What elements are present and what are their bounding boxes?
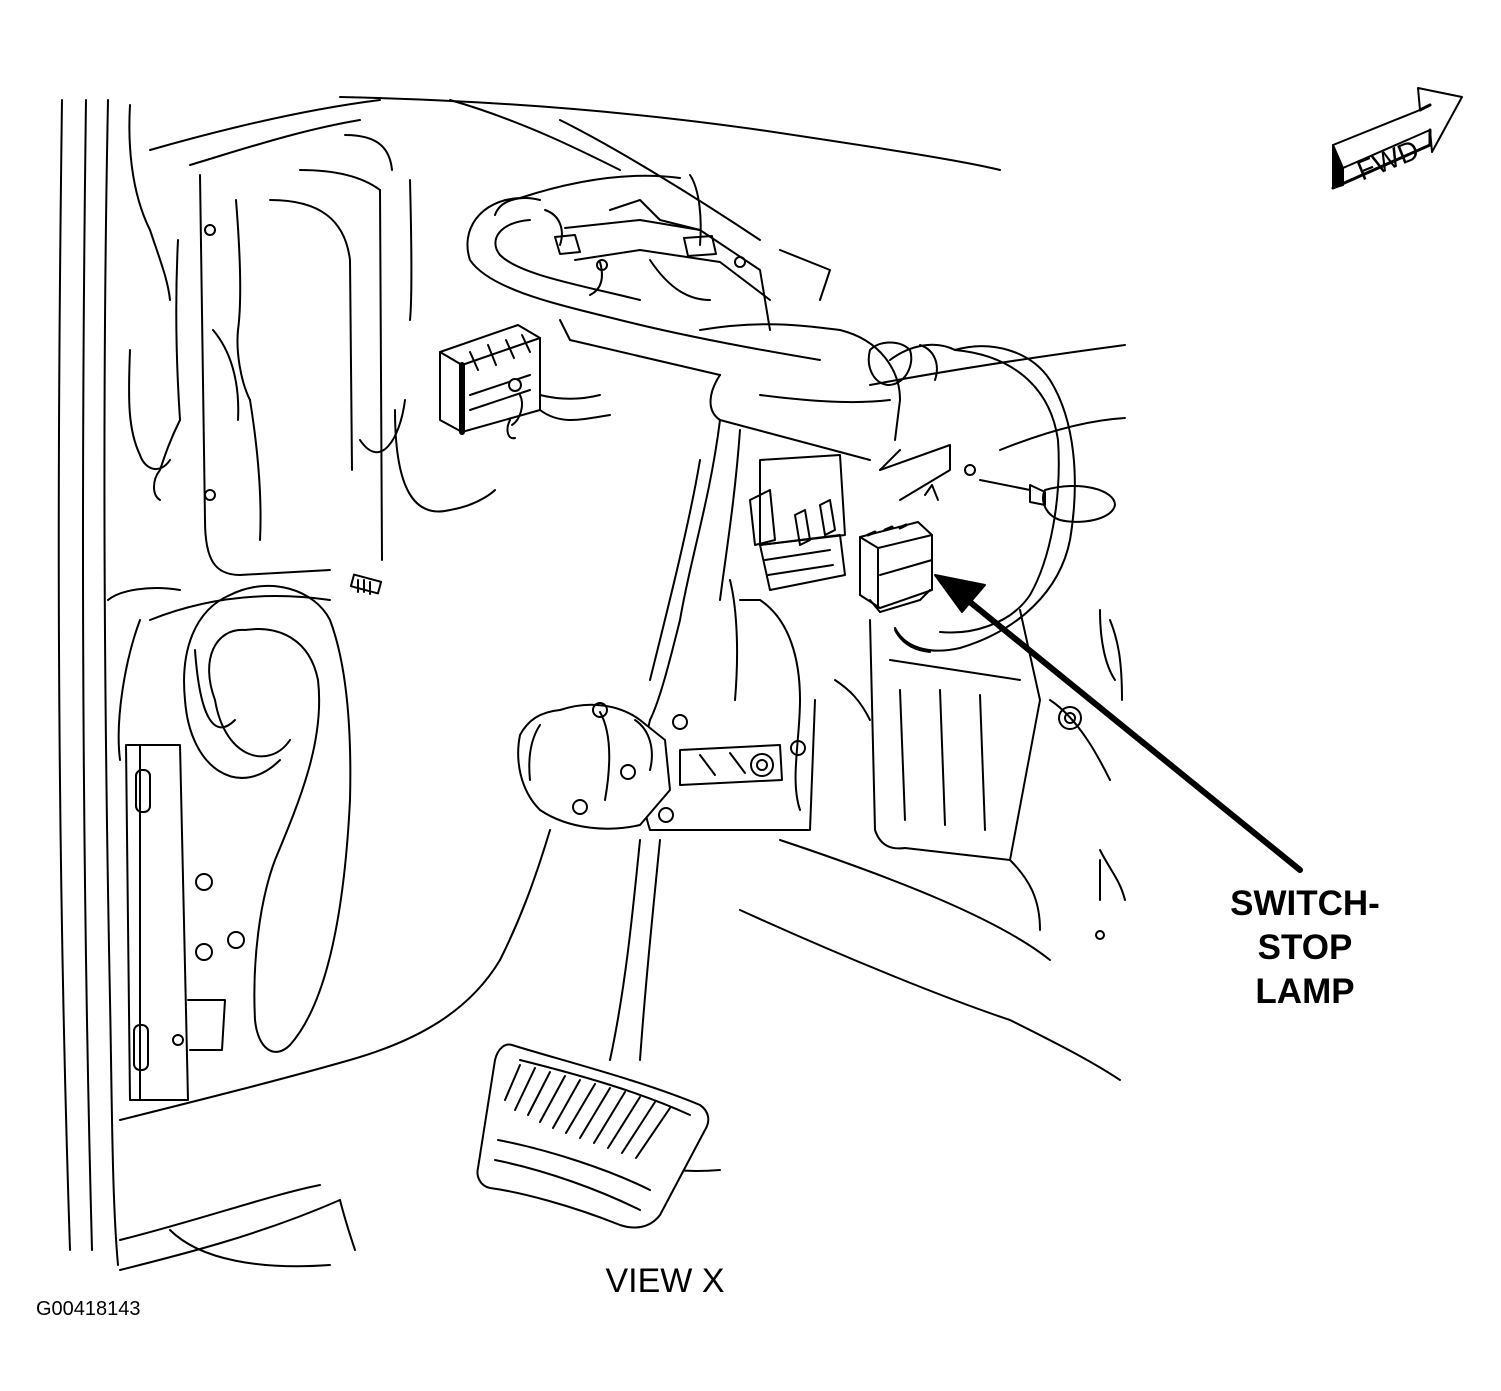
wire-harness <box>466 174 1116 652</box>
callout-line-1: SWITCH- <box>1230 884 1380 923</box>
floor-panel-right <box>834 609 1082 861</box>
callout-line-2: STOP <box>1257 928 1353 967</box>
forward-arrow-icon: FWD <box>1331 87 1463 190</box>
wiring-connector <box>359 324 611 513</box>
brake-pedal <box>476 839 710 1229</box>
hinge-bracket <box>125 744 245 1101</box>
stop-lamp-switch-callout: SWITCH- STOP LAMP <box>1205 882 1405 1014</box>
callout-line-3: LAMP <box>1255 972 1355 1011</box>
callout-arrow <box>934 574 1303 873</box>
figure-id: G00418143 <box>36 1298 141 1320</box>
kick-panel <box>117 99 413 1053</box>
view-title: VIEW X <box>605 1262 725 1300</box>
pedal-bracket <box>641 419 846 831</box>
brake-actuator <box>517 702 671 830</box>
dash-structure <box>339 96 1126 940</box>
stop-lamp-switch <box>859 521 933 653</box>
door-pillar <box>57 99 181 1266</box>
